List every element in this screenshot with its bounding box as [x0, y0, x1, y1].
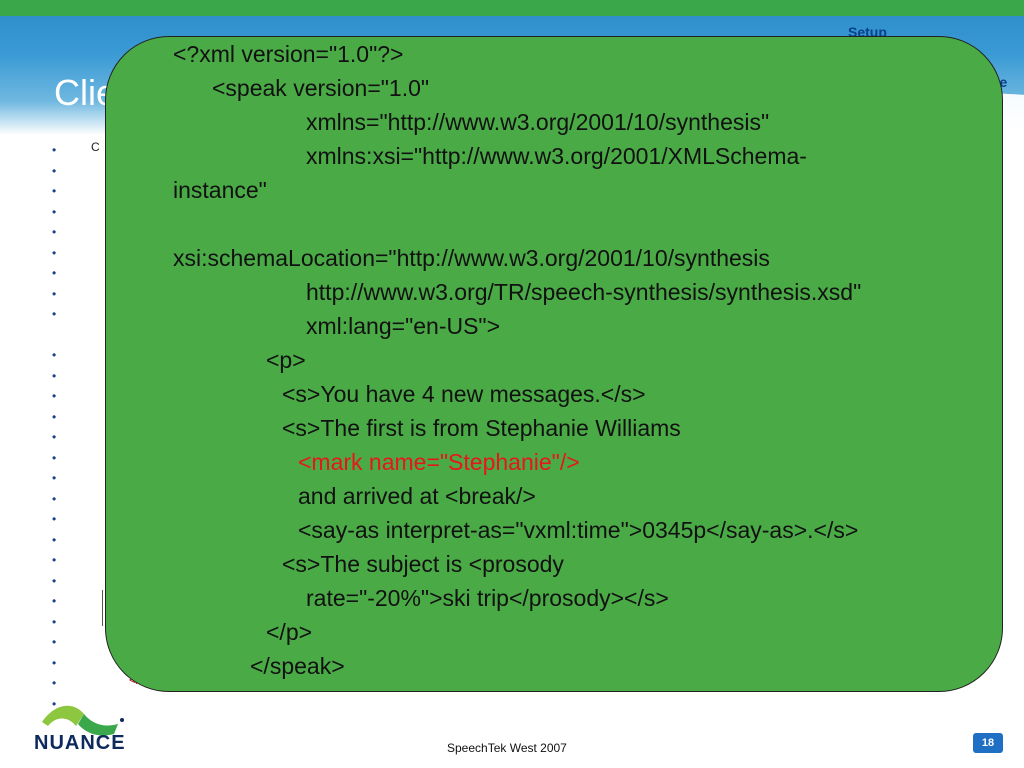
bullet-dot: • — [52, 307, 57, 321]
bullet-dot: • — [52, 532, 57, 547]
bullet-dot: • — [52, 204, 57, 219]
header-green-stripe — [0, 0, 1024, 16]
background-text-fragment: C — [91, 140, 100, 154]
bullet-dot: • — [52, 266, 57, 280]
bullet-dot: • — [52, 245, 57, 260]
bullet-dot: • — [52, 286, 57, 301]
bullet-dot: • — [52, 573, 57, 588]
code-line: http://www.w3.org/TR/speech-synthesis/sy… — [306, 279, 862, 305]
bullet-dot: • — [52, 553, 57, 567]
code-line: <?xml version="1.0"?> — [173, 41, 404, 67]
code-line-highlight: <mark name="Stephanie"/> — [298, 449, 580, 475]
page-number-badge: 18 — [973, 733, 1003, 753]
code-line: xmlns="http://www.w3.org/2001/10/synthes… — [306, 109, 770, 135]
bullet-dot: • — [52, 225, 57, 239]
code-line: <say-as interpret-as="vxml:time">0345p</… — [298, 517, 859, 543]
bullet-dot: • — [52, 163, 57, 178]
bullet-dot: • — [52, 184, 57, 198]
bullet-dot: • — [52, 389, 57, 403]
nuance-logo-icon — [42, 705, 124, 736]
bullet-dot: • — [52, 471, 57, 485]
bullet-dot: • — [52, 409, 57, 424]
bullet-dot: • — [52, 491, 57, 506]
bullet-dot: • — [52, 614, 57, 629]
code-line: rate="-20%">ski trip</prosody></s> — [306, 585, 669, 611]
bullet-dot: • — [52, 450, 57, 465]
code-line: <p> — [266, 347, 306, 373]
bullet-dot: • — [52, 143, 57, 157]
bullet-column: • • • • • • • • • • • • • • • • • • • • • • • • • • • — [52, 140, 62, 714]
ssml-code-overlay: <?xml version="1.0"?> <speak version="1.… — [105, 36, 1003, 692]
bullet-dot: • — [52, 348, 57, 362]
logo-wordmark: NUANCE — [34, 732, 126, 754]
bullet-dot: • — [52, 368, 57, 383]
bullet-dot: • — [52, 594, 57, 608]
code-line: <s>The first is from Stephanie Williams — [282, 415, 681, 441]
bullet-dot: • — [52, 655, 57, 670]
bullet-dot: • — [52, 676, 57, 690]
code-line: <s>The subject is <prosody — [282, 551, 564, 577]
background-divider — [102, 590, 103, 626]
code-line: instance" — [173, 177, 267, 203]
code-line: <speak version="1.0" — [212, 75, 430, 101]
code-line: xsi:schemaLocation="http://www.w3.org/20… — [173, 245, 770, 271]
footer-event-text: SpeechTek West 2007 — [447, 741, 567, 755]
code-line: </speak> — [250, 653, 345, 679]
code-line: xmlns:xsi="http://www.w3.org/2001/XMLSch… — [306, 143, 807, 169]
code-line: and arrived at <break/> — [298, 483, 536, 509]
code-line: xml:lang="en-US"> — [306, 313, 501, 339]
bullet-dot: • — [52, 696, 57, 711]
code-line: <s>You have 4 new messages.</s> — [282, 381, 646, 407]
bullet-dot: • — [52, 635, 57, 649]
bullet-dot: • — [52, 430, 57, 444]
bullet-dot: • — [52, 512, 57, 526]
code-line: </p> — [266, 619, 313, 645]
